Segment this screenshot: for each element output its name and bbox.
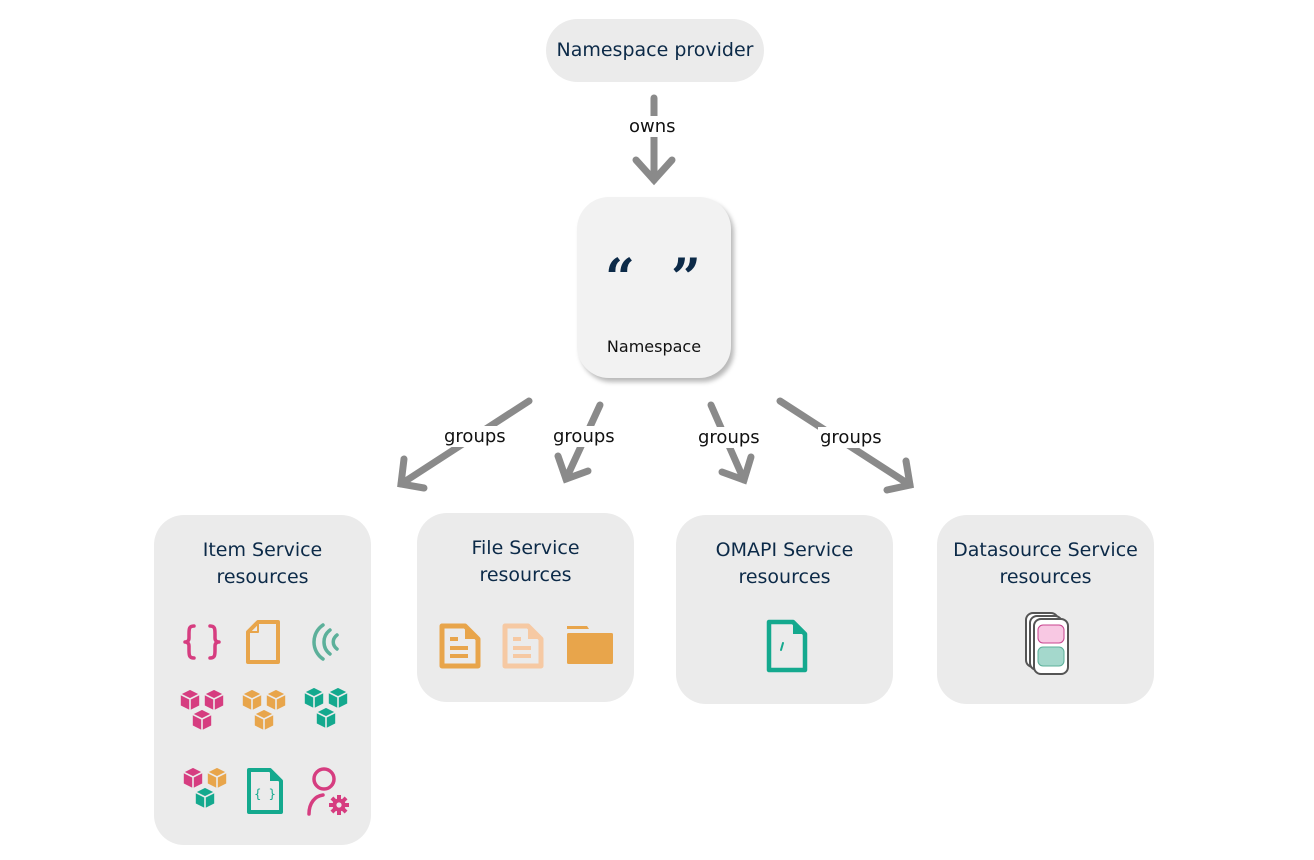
open-quote-icon: “ xyxy=(605,248,635,309)
text-file-light-icon xyxy=(502,623,544,669)
user-settings-icon xyxy=(307,767,349,816)
file-service-node[interactable]: File Service resources xyxy=(417,513,634,702)
edge-label-groups-item: groups xyxy=(442,426,508,447)
omapi-service-label: OMAPI Service resources xyxy=(715,539,854,588)
datasource-service-label: Datasource Service resources xyxy=(953,539,1138,588)
svg-text:{ }: { } xyxy=(254,787,276,801)
namespace-label: Namespace xyxy=(606,337,702,356)
cubes-teal-icon xyxy=(303,686,349,730)
datasource-service-node[interactable]: Datasource Service resources xyxy=(937,515,1154,704)
owns-arrow xyxy=(632,94,676,186)
cubes-pink-icon xyxy=(179,688,225,732)
namespace-provider-node[interactable]: Namespace provider xyxy=(546,19,764,82)
item-service-label: Item Service resources xyxy=(202,539,323,588)
signal-waves-icon xyxy=(312,623,339,661)
edge-label-groups-datasource: groups xyxy=(818,427,884,448)
edge-label-groups-file: groups xyxy=(551,426,617,447)
json-braces-icon xyxy=(183,624,221,660)
json-file-icon: { } xyxy=(247,768,283,814)
folder-icon xyxy=(567,626,613,664)
document-icon xyxy=(246,620,280,664)
text-file-icon xyxy=(439,623,481,669)
item-service-node[interactable]: Item Service resources xyxy=(154,515,371,845)
omapi-service-node[interactable]: OMAPI Service resources xyxy=(676,515,893,704)
file-service-label: File Service resources xyxy=(471,537,580,586)
cubes-orange-icon xyxy=(241,688,287,732)
namespace-node[interactable]: “ ” Namespace xyxy=(577,197,731,378)
edge-label-owns: owns xyxy=(627,116,678,137)
close-quote-icon: ” xyxy=(671,248,701,309)
path-file-icon xyxy=(766,619,808,673)
datasource-stack-icon xyxy=(1025,612,1069,675)
cubes-mixed-icon xyxy=(182,766,228,810)
edge-label-groups-omapi: groups xyxy=(696,427,762,448)
namespace-provider-label: Namespace provider xyxy=(556,39,754,61)
